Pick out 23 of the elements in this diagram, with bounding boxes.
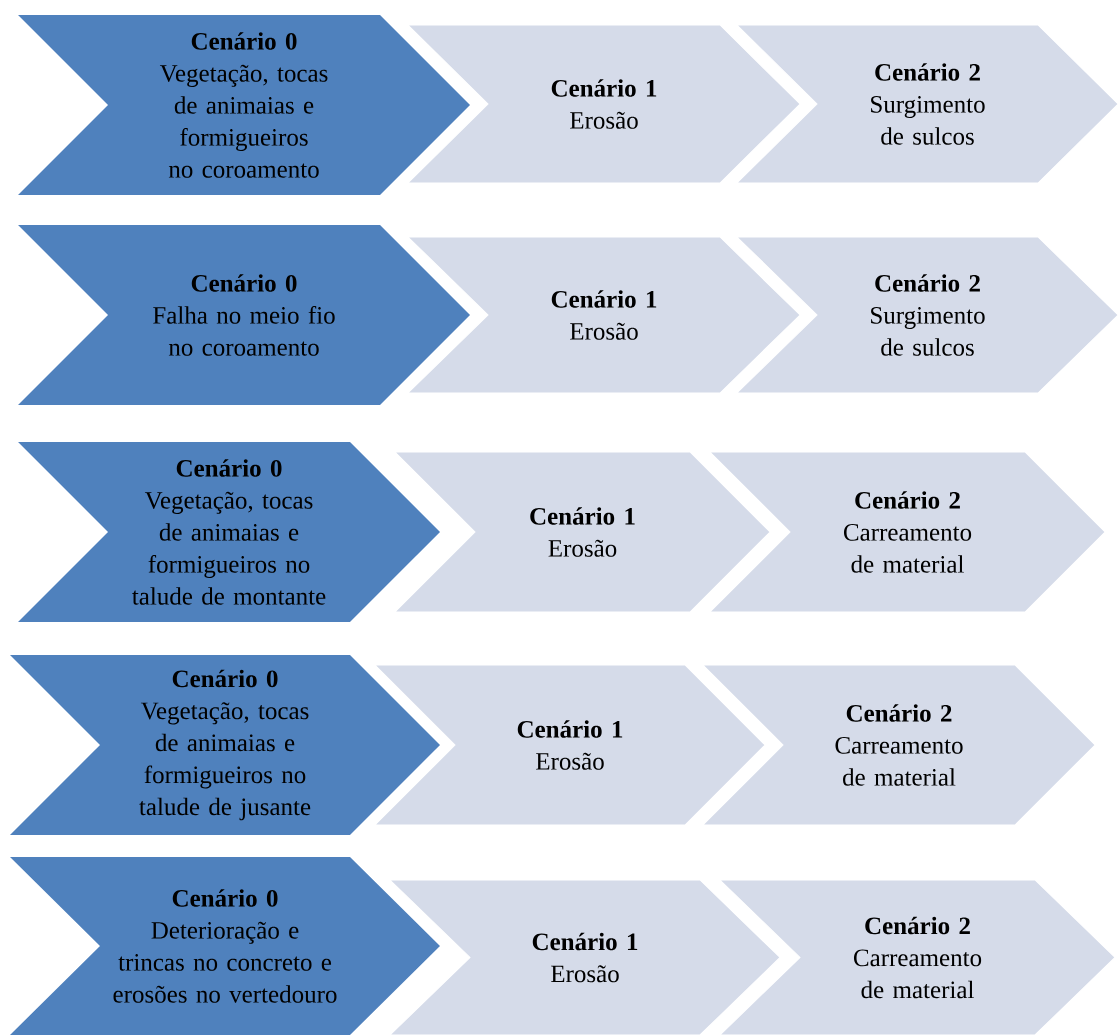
process-step: Cenário 0 Vegetação, tocas de animaias e formigueiros no talude de montante — [18, 442, 440, 622]
process-step: Cenário 2 Surgimento de sulcos — [736, 24, 1119, 184]
process-step: Cenário 0 Falha no meio fio no coroamento — [18, 225, 470, 405]
process-step: Cenário 2 Carreamento de material — [709, 451, 1106, 613]
process-step: Cenário 1 Erosão — [389, 879, 781, 1035]
process-step: Cenário 2 Carreamento de material — [702, 664, 1096, 826]
process-step: Cenário 1 Erosão — [374, 664, 766, 826]
node-label: Erosão — [551, 965, 619, 983]
node-label: Cenário 2 — [875, 274, 980, 292]
node-label: Cenário 1 — [532, 932, 638, 951]
process-step: Cenário 0 Vegetação, tocas de animaias e formigueiros no talude de jusante — [10, 655, 440, 835]
process-step: Cenário 1 Erosão — [407, 236, 801, 394]
process-step: Cenário 0 Deterioração e trincas no concreto e erosões no vertedouro — [10, 857, 440, 1035]
process-step: Cenário 1 Erosão — [394, 451, 771, 613]
node-label: Cenário 2 — [875, 63, 980, 81]
process-step: Cenário 1 Erosão — [407, 24, 801, 184]
node-label: Carreamento de material — [853, 949, 982, 999]
process-step: Cenário 2 Surgimento de sulcos — [736, 236, 1119, 394]
process-step: Cenário 2 Carreamento de material — [719, 879, 1116, 1035]
process-step: Cenário 0 Vegetação, tocas de animaias e formigueiros no coroamento — [18, 15, 470, 195]
node-label: Surgimento de sulcos — [871, 307, 985, 356]
node-label: Cenário 2 — [865, 916, 970, 935]
node-label: Surgimento de sulcos — [871, 96, 985, 145]
